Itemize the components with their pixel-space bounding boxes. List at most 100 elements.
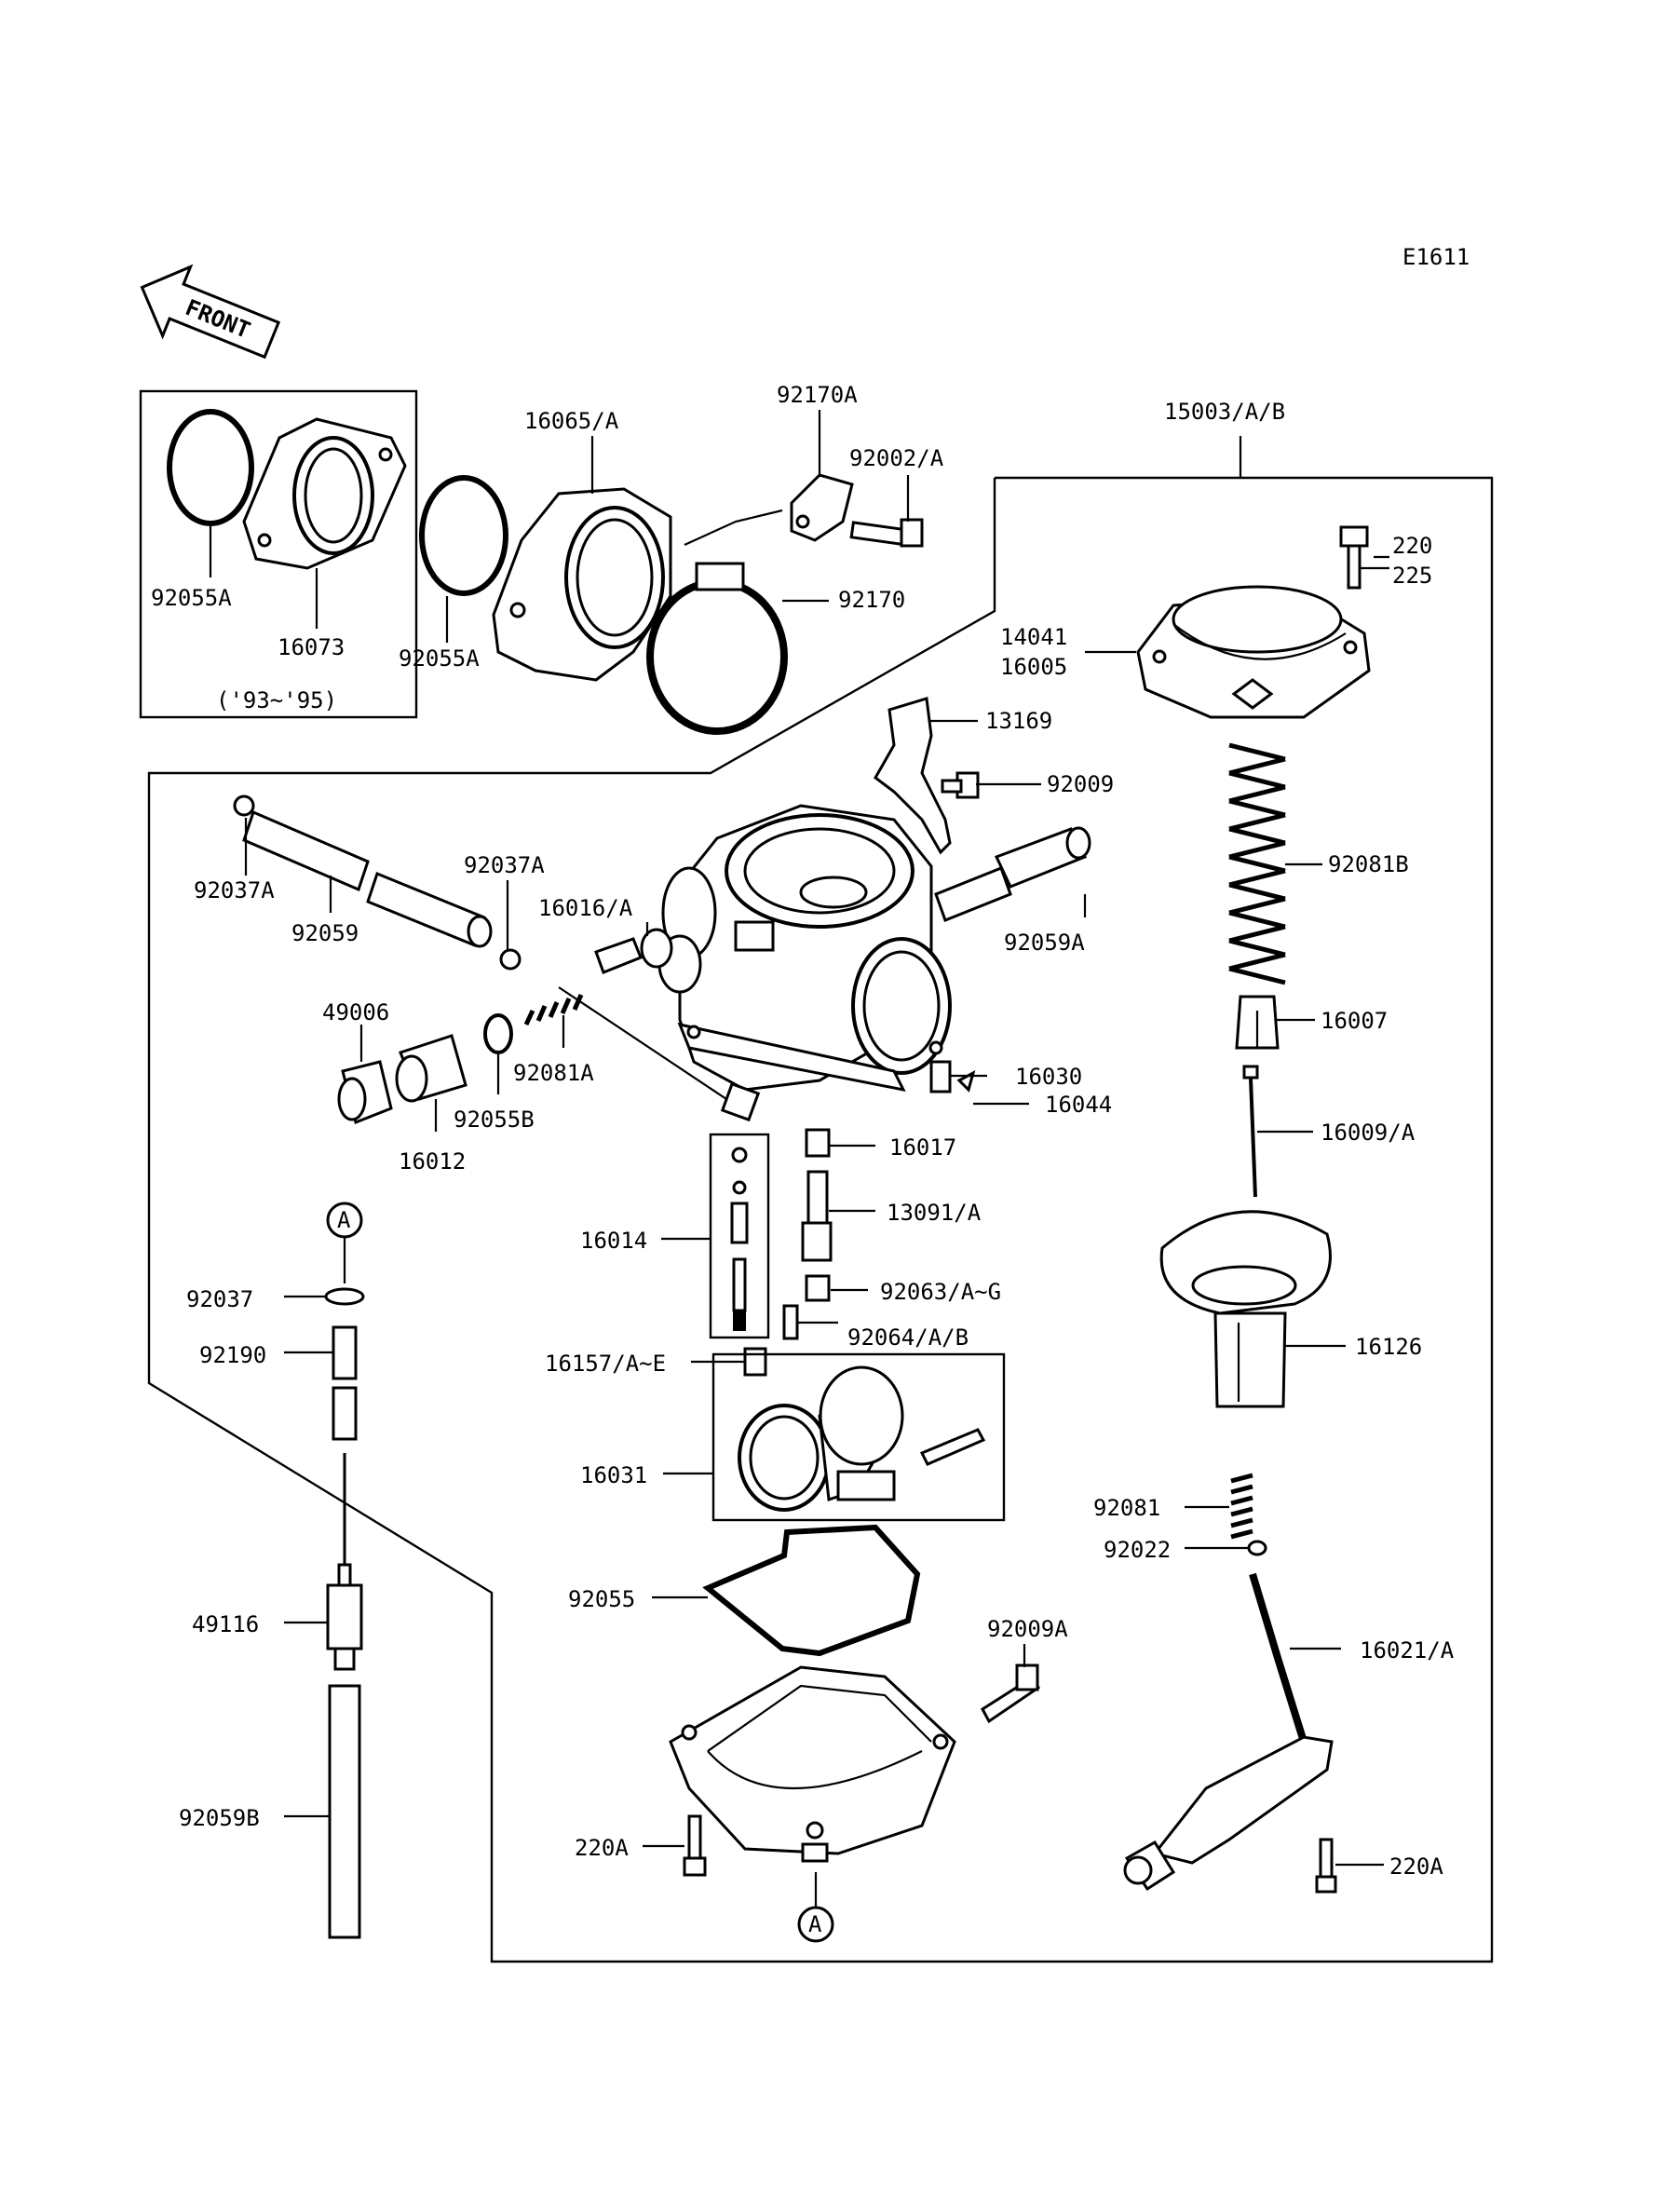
- label-16073: 16073: [278, 634, 345, 660]
- clip-92037A-2: [499, 948, 522, 971]
- adjuster-16012: [395, 1034, 467, 1103]
- label-14041: 14041: [1000, 624, 1067, 650]
- label-225: 225: [1392, 563, 1432, 589]
- label-92002: 92002/A: [849, 445, 944, 471]
- carburetor-assembly-frame: [147, 476, 1494, 1963]
- label-49006: 49006: [322, 999, 389, 1025]
- label-92059A: 92059A: [1004, 930, 1085, 956]
- lever-13169: [874, 697, 952, 855]
- label-16157: 16157/A~E: [545, 1351, 666, 1377]
- float-needle-16016: [594, 928, 673, 974]
- svg-text:A: A: [808, 1911, 822, 1937]
- needle-holder-16007: [1235, 995, 1280, 1050]
- screw-220A-2: [1315, 1838, 1337, 1894]
- label-16065: 16065/A: [524, 408, 619, 434]
- label-92037A-2: 92037A: [464, 852, 545, 878]
- jet-16014-group-box: [709, 1133, 770, 1339]
- top-cover-14041: [1136, 585, 1371, 719]
- label-13169: 13169: [985, 708, 1052, 734]
- marker-A-bottom: A: [797, 1906, 834, 1943]
- label-92009: 92009: [1047, 771, 1114, 797]
- bolt-92002: [849, 518, 924, 548]
- top-cap-parts: [1136, 525, 1371, 1408]
- front-arrow-icon: FRONT: [140, 264, 281, 360]
- label-16031: 16031: [580, 1462, 647, 1488]
- o-ring-2: [419, 475, 508, 596]
- label-16005: 16005: [1000, 654, 1067, 680]
- label-92081: 92081: [1093, 1495, 1160, 1521]
- label-15003: 15003/A/B: [1164, 399, 1285, 425]
- clip-92037A-1: [233, 794, 255, 817]
- leader-lines: [209, 410, 1389, 1867]
- diaphragm-16126: [1159, 1210, 1332, 1408]
- label-92170: 92170: [838, 587, 905, 613]
- screw-220A-1: [683, 1814, 707, 1877]
- label-16021: 16021/A: [1360, 1637, 1455, 1664]
- label-220A-2: 220A: [1389, 1854, 1443, 1880]
- label-years: ('93~'95): [216, 687, 337, 713]
- screw-92009: [941, 771, 980, 799]
- bracket-92170A: [790, 473, 854, 542]
- spring-92081B: [1228, 742, 1286, 985]
- label-220A-1: 220A: [575, 1835, 629, 1861]
- o-ring-92055B: [483, 1013, 513, 1054]
- screw-220: [1339, 525, 1369, 590]
- intake-parts: [167, 409, 924, 735]
- label-16017: 16017: [889, 1134, 956, 1161]
- label-49116: 49116: [192, 1611, 259, 1637]
- holder-16065: [492, 487, 672, 682]
- carburetor-body: [657, 804, 952, 1093]
- spring-92081: [1230, 1473, 1253, 1540]
- label-92059: 92059: [291, 920, 359, 946]
- o-ring-1: [167, 409, 254, 526]
- label-92064: 92064/A/B: [847, 1324, 969, 1351]
- label-92055B: 92055B: [454, 1107, 535, 1133]
- pilot-screw-group: [711, 1352, 1006, 1522]
- label-16012: 16012: [399, 1148, 466, 1175]
- vent-tubes: A A: [324, 1202, 834, 1943]
- drain-screw-92009A: [981, 1664, 1040, 1724]
- clip-92037: [324, 1287, 365, 1306]
- label-16016: 16016/A: [538, 895, 633, 921]
- label-92055A-1: 92055A: [151, 585, 232, 611]
- label-13091: 13091/A: [887, 1200, 982, 1226]
- label-92055: 92055: [568, 1586, 635, 1612]
- label-16044: 16044: [1045, 1092, 1112, 1118]
- label-92022: 92022: [1104, 1537, 1171, 1563]
- svg-text:A: A: [337, 1207, 351, 1233]
- label-92055A-2: 92055A: [399, 645, 480, 672]
- cap-49006: [337, 1060, 393, 1125]
- label-92170A: 92170A: [777, 382, 858, 408]
- label-16030: 16030: [1015, 1064, 1082, 1090]
- label-16126: 16126: [1355, 1334, 1422, 1360]
- label-92059B: 92059B: [179, 1805, 260, 1831]
- gasket-92055: [702, 1524, 921, 1657]
- early-model-box: [139, 389, 418, 719]
- pipe-92059: [242, 809, 493, 948]
- label-92081B: 92081B: [1328, 851, 1409, 877]
- label-92190: 92190: [199, 1342, 266, 1368]
- pipe-92059A: [934, 826, 1091, 922]
- group-16031-box: [711, 1352, 1006, 1522]
- label-92081A: 92081A: [513, 1060, 594, 1086]
- label-92063: 92063/A~G: [880, 1279, 1001, 1305]
- jet-parts: [709, 1060, 976, 1377]
- spring-92081A: [523, 993, 584, 1026]
- insulator-16073: [242, 417, 407, 570]
- choke-parts: [874, 697, 1091, 922]
- label-220: 220: [1392, 533, 1432, 559]
- marker-A-top: A: [326, 1202, 363, 1239]
- label-92037A-1: 92037A: [194, 877, 275, 903]
- label-92009A: 92009A: [987, 1616, 1068, 1642]
- label-16007: 16007: [1321, 1008, 1388, 1034]
- label-92037: 92037: [186, 1286, 253, 1312]
- label-16014: 16014: [580, 1228, 647, 1254]
- clamp-92170: [646, 562, 788, 735]
- washer-92022: [1247, 1540, 1267, 1556]
- starter-plunger-16021: [1123, 1572, 1334, 1892]
- float-bowl: [669, 1665, 956, 1863]
- label-16009: 16009/A: [1321, 1120, 1416, 1146]
- jet-needle-16009: [1242, 1065, 1259, 1198]
- left-side-parts: [233, 794, 761, 1125]
